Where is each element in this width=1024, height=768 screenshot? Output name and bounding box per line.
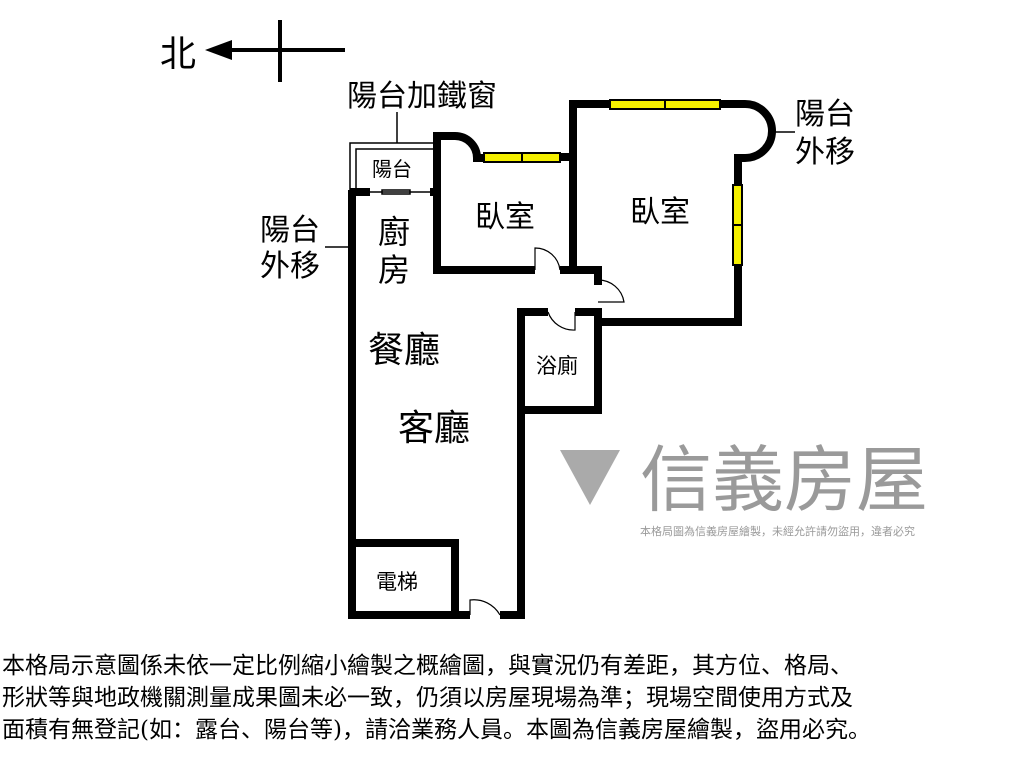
balcony-moved-left-label-2: 外移 <box>260 249 320 284</box>
elevator-label: 電梯 <box>376 570 418 594</box>
windows <box>483 99 743 266</box>
balcony-moved-left-label-1: 陽台 <box>260 213 320 248</box>
disclaimer-line: 面積有無登記(如：露台、陽台等)，請洽業務人員。本圖為信義房屋繪製，盜用必究。 <box>2 717 871 743</box>
watermark: 信義房屋 本格局圖為信義房屋繪製，未經允許請勿盜用，違者必究 <box>560 438 928 538</box>
kitchen-label-2: 房 <box>378 251 410 289</box>
bedroom-2-label: 臥室 <box>630 195 690 230</box>
disclaimer-line: 形狀等與地政機關測量成果圖未必一致，仍須以房屋現場為準；現場空間使用方式及 <box>2 685 853 711</box>
bathroom-label: 浴廁 <box>536 354 578 378</box>
living-label: 客廳 <box>398 408 470 449</box>
disclaimer-line: 本格局示意圖係未依一定比例縮小繪製之概繪圖，與實況仍有差距，其方位、格局、 <box>2 653 853 679</box>
dining-label: 餐廳 <box>368 330 440 371</box>
balcony-outline <box>349 112 437 195</box>
north-label: 北 <box>160 34 196 75</box>
north-arrow: 北 <box>160 20 345 82</box>
watermark-logo <box>560 450 620 505</box>
watermark-notice: 本格局圖為信義房屋繪製，未經允許請勿盜用，違者必究 <box>640 524 915 538</box>
watermark-brand: 信義房屋 <box>640 438 928 522</box>
arrow-head-icon <box>205 40 232 60</box>
bedroom1-door <box>534 247 561 271</box>
bedroom-1-label: 臥室 <box>475 200 535 235</box>
balcony-label: 陽台 <box>372 157 412 181</box>
balcony-moved-right-label-1: 陽台 <box>795 97 855 132</box>
entrance-door <box>469 599 501 616</box>
bathroom-door <box>547 311 576 331</box>
disclaimer: 本格局示意圖係未依一定比例縮小繪製之概繪圖，與實況仍有差距，其方位、格局、 形狀… <box>2 650 1024 746</box>
balcony-moved-right-label-2: 外移 <box>795 135 855 170</box>
bedroom2-door <box>597 279 625 303</box>
kitchen-label-1: 廚 <box>378 213 410 251</box>
balcony-iron-window-label: 陽台加鐵窗 <box>347 79 497 114</box>
doors <box>469 247 625 616</box>
floor-plan: 信義房屋 本格局圖為信義房屋繪製，未經允許請勿盜用，違者必究 北 <box>160 20 928 619</box>
